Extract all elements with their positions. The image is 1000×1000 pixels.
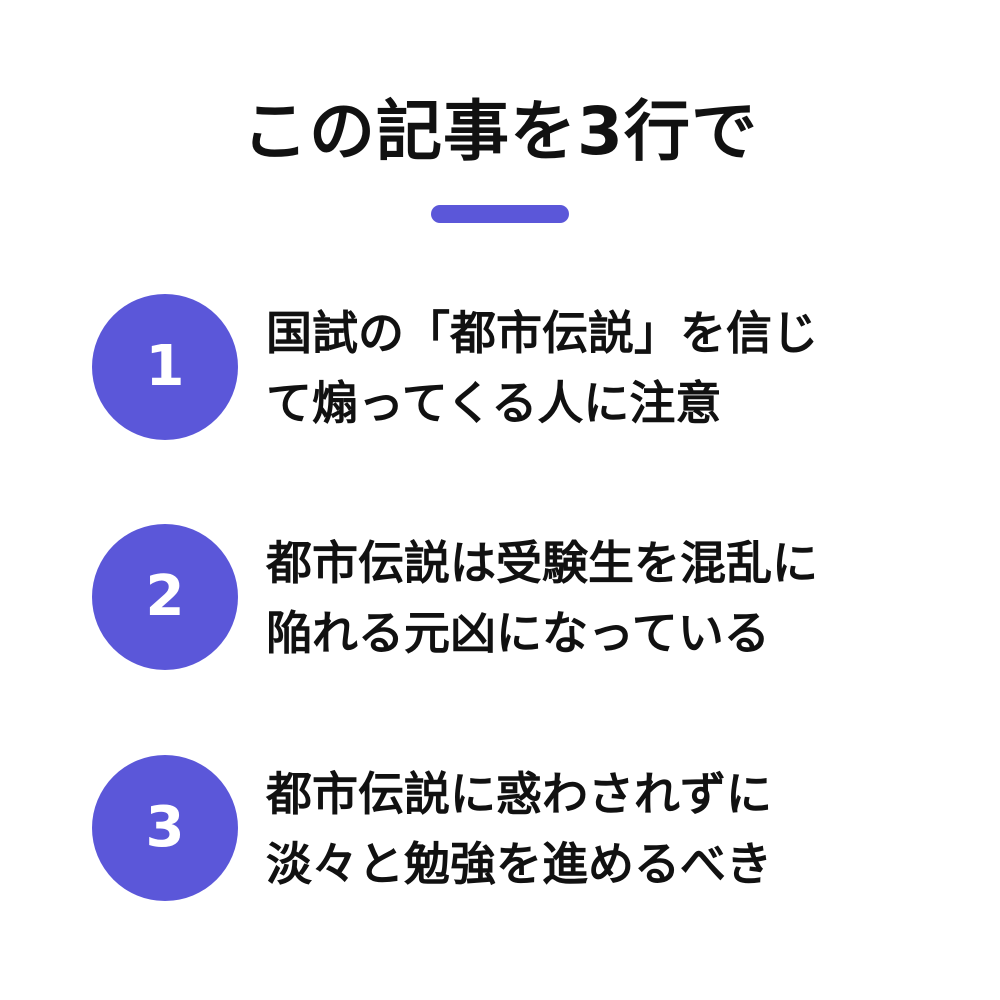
point-text-line: 国試の「都市伝説」を信じ <box>266 306 818 360</box>
point-text-line: て煽ってくる人に注意 <box>266 376 722 430</box>
number-badge: 3 <box>92 755 238 901</box>
point-text-line: 淡々と勉強を進めるべき <box>266 837 772 891</box>
point-text: 都市伝説に惑わされずに 淡々と勉強を進めるべき <box>266 759 926 899</box>
badge-number: 3 <box>145 795 185 860</box>
point-text-line: 陥れる元凶になっている <box>266 606 770 660</box>
point-text: 国試の「都市伝説」を信じ て煽ってくる人に注意 <box>266 298 926 438</box>
summary-point-3: 3 都市伝説に惑わされずに 淡々と勉強を進めるべき <box>0 755 1000 905</box>
badge-number: 1 <box>145 334 185 399</box>
point-text-line: 都市伝説に惑わされずに <box>266 767 772 821</box>
point-text-line: 都市伝説は受験生を混乱に <box>266 536 818 590</box>
number-badge: 2 <box>92 524 238 670</box>
summary-point-1: 1 国試の「都市伝説」を信じ て煽ってくる人に注意 <box>0 294 1000 444</box>
summary-point-2: 2 都市伝説は受験生を混乱に 陥れる元凶になっている <box>0 524 1000 674</box>
page-title: この記事を3行で <box>242 93 758 170</box>
number-badge: 1 <box>92 294 238 440</box>
badge-number: 2 <box>145 564 185 629</box>
title-underline <box>431 205 569 223</box>
point-text: 都市伝説は受験生を混乱に 陥れる元凶になっている <box>266 528 926 668</box>
